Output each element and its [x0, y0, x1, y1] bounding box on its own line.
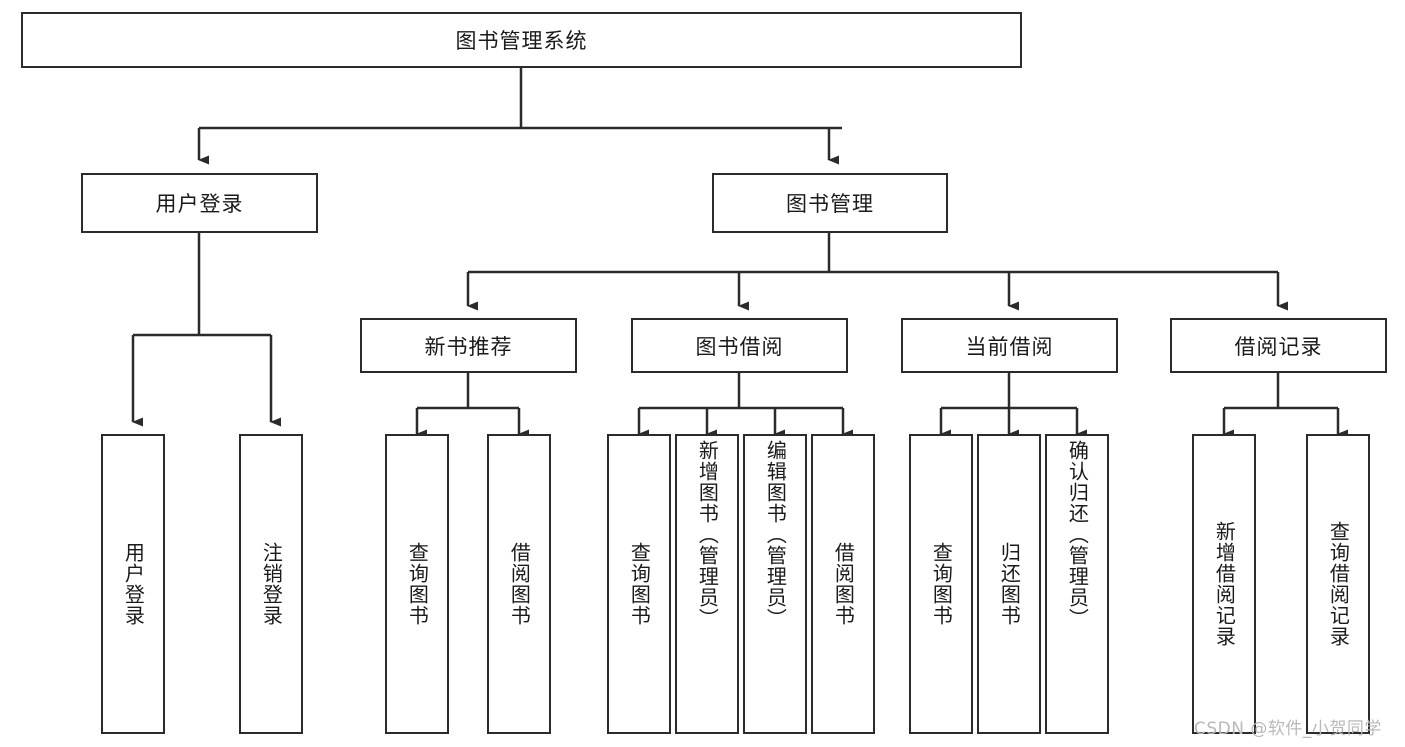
leaf-user-login-logout[interactable]: 注销登录 [239, 434, 303, 734]
node-label: 用户登录 [155, 192, 244, 216]
node-label: 编辑图书（管理员） [763, 440, 788, 629]
node-borrow-records[interactable]: 借阅记录 [1170, 318, 1387, 373]
node-label: 确认归还（管理员） [1065, 440, 1090, 629]
leaf-current-borrow-confirm-return-admin[interactable]: 确认归还（管理员） [1045, 434, 1109, 734]
node-user-login[interactable]: 用户登录 [81, 173, 318, 233]
node-label: 查询图书 [627, 542, 652, 626]
node-label: 借阅记录 [1234, 334, 1323, 359]
node-label: 图书借阅 [695, 334, 784, 359]
node-label: 新增借阅记录 [1212, 521, 1237, 647]
node-label: 查询借阅记录 [1326, 521, 1351, 647]
node-current-borrow[interactable]: 当前借阅 [901, 318, 1118, 373]
node-new-book-recommend[interactable]: 新书推荐 [360, 318, 577, 373]
node-label: 用户登录 [121, 542, 146, 626]
node-label: 图书管理系统 [455, 29, 588, 53]
leaf-borrow-records-add-record[interactable]: 新增借阅记录 [1192, 434, 1256, 734]
leaf-new-book-borrow-book[interactable]: 借阅图书 [487, 434, 551, 734]
leaf-user-login-user-login[interactable]: 用户登录 [101, 434, 165, 734]
node-label: 当前借阅 [965, 334, 1054, 359]
node-label: 查询图书 [405, 542, 430, 626]
node-label: 借阅图书 [507, 542, 532, 626]
node-book-borrow[interactable]: 图书借阅 [631, 318, 848, 373]
leaf-borrow-records-query-record[interactable]: 查询借阅记录 [1306, 434, 1370, 734]
node-label: 查询图书 [929, 542, 954, 626]
node-label: 图书管理 [786, 192, 874, 216]
leaf-current-borrow-return-book[interactable]: 归还图书 [977, 434, 1041, 734]
node-label: 新书推荐 [424, 334, 513, 359]
leaf-book-borrow-borrow-book[interactable]: 借阅图书 [811, 434, 875, 734]
leaf-new-book-query-book[interactable]: 查询图书 [385, 434, 449, 734]
leaf-book-borrow-edit-book-admin[interactable]: 编辑图书（管理员） [743, 434, 807, 734]
leaf-book-borrow-query-book[interactable]: 查询图书 [607, 434, 671, 734]
csdn-watermark: CSDN @软件_小贺同学 [1194, 719, 1382, 739]
leaf-book-borrow-add-book-admin[interactable]: 新增图书（管理员） [675, 434, 739, 734]
node-label: 借阅图书 [831, 542, 856, 626]
node-book-management[interactable]: 图书管理 [712, 173, 948, 233]
node-label: 新增图书（管理员） [695, 440, 720, 629]
leaf-current-borrow-query-book[interactable]: 查询图书 [909, 434, 973, 734]
node-root-book-management-system[interactable]: 图书管理系统 [21, 12, 1022, 68]
node-label: 归还图书 [997, 542, 1022, 626]
node-label: 注销登录 [259, 542, 284, 626]
